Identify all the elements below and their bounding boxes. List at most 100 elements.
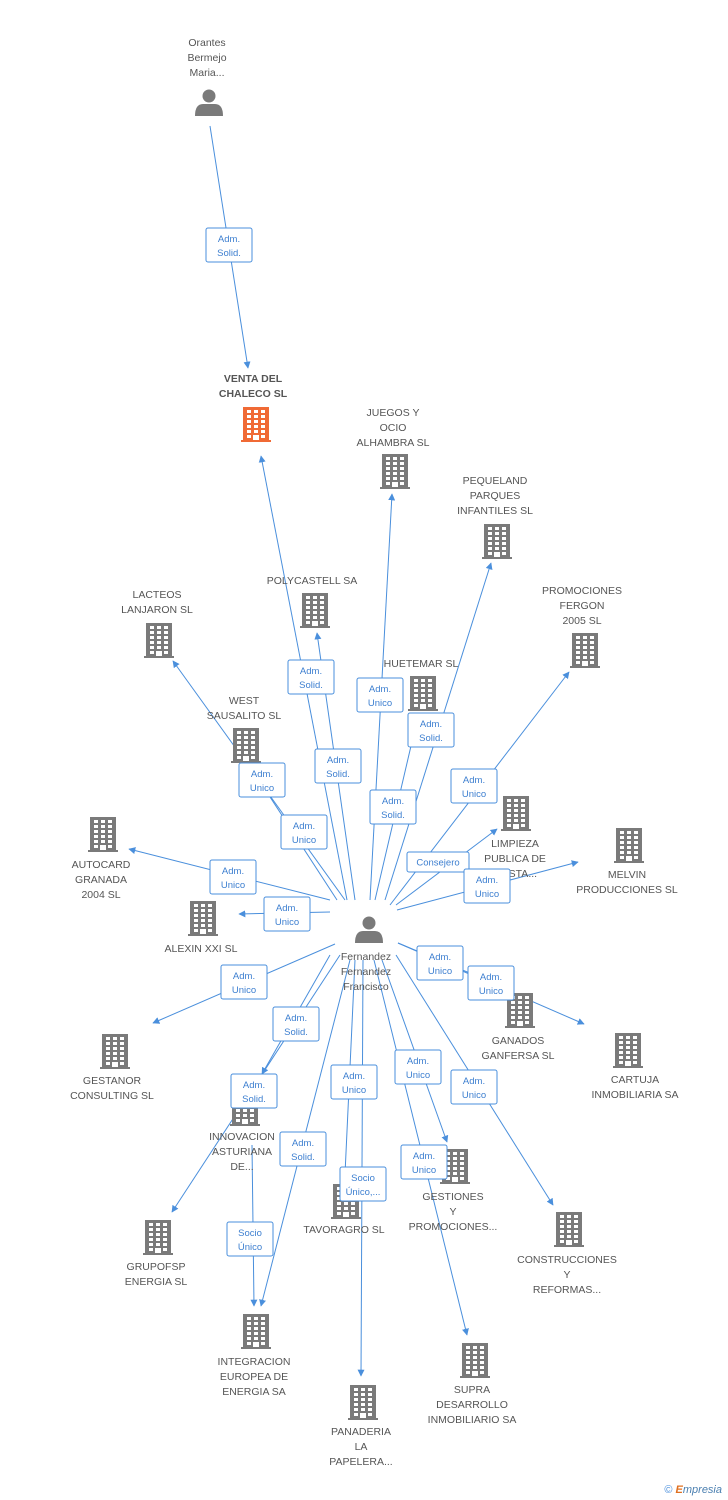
node-label[interactable]: FERGON (560, 600, 605, 612)
node-label[interactable]: INTEGRACION (218, 1356, 291, 1368)
node-label[interactable]: REFORMAS... (533, 1284, 601, 1296)
edge-label-box[interactable] (230, 1073, 278, 1109)
edge-label-construcciones[interactable]: Adm.Unico (450, 1069, 498, 1105)
node-label[interactable]: AUTOCARD (72, 859, 131, 871)
edge-label-box[interactable] (280, 814, 328, 850)
building-icon[interactable] (88, 817, 118, 852)
edge-label-limpieza[interactable]: Consejero (406, 851, 470, 873)
edge-label-autocard[interactable]: Adm.Unico (209, 859, 257, 895)
edge-label-cartuja[interactable]: Adm.Unico (467, 965, 515, 1001)
node-melvin[interactable]: MELVIN PRODUCCIONES SL (576, 828, 678, 896)
person-icon[interactable] (195, 89, 223, 117)
node-label[interactable]: PRODUCCIONES SL (576, 884, 678, 896)
node-label[interactable]: LA (355, 1441, 368, 1453)
building-icon[interactable] (613, 1033, 643, 1068)
node-alexin[interactable]: ALEXIN XXI SL (165, 901, 238, 955)
edge-label-ganados[interactable]: Adm.Unico (416, 945, 464, 981)
edge-label-box[interactable] (238, 762, 286, 798)
edge-label-alexin[interactable]: Adm.Unico (263, 896, 311, 932)
building-icon[interactable] (380, 454, 410, 489)
node-orantes[interactable]: OrantesBermejoMaria... (187, 37, 227, 117)
node-label[interactable]: INMOBILIARIO SA (428, 1414, 517, 1426)
node-label[interactable]: GRANADA (75, 874, 127, 886)
node-label[interactable]: HUETEMAR SL (384, 658, 459, 670)
edge-label-box[interactable] (406, 851, 470, 873)
edge-label-box[interactable] (463, 868, 511, 904)
edge-label-box[interactable] (416, 945, 464, 981)
building-icon[interactable] (100, 1034, 130, 1069)
edge-label-box[interactable] (339, 1166, 387, 1202)
building-icon[interactable] (460, 1343, 490, 1378)
node-label[interactable]: TAVORAGRO SL (303, 1224, 384, 1236)
edge-label-venta[interactable]: Adm.Solid. (287, 659, 335, 695)
node-label[interactable]: MELVIN (608, 869, 646, 881)
building-icon[interactable] (241, 407, 271, 442)
node-label[interactable]: CONSTRUCCIONES (517, 1254, 617, 1266)
node-label[interactable]: Orantes (188, 37, 225, 49)
building-icon[interactable] (231, 728, 261, 763)
edge-label-venta[interactable]: Adm.Solid. (205, 227, 253, 263)
edge-label-panaderia[interactable]: SocioÚnico,... (339, 1166, 387, 1202)
node-venta[interactable]: VENTA DEL CHALECO SL (219, 373, 288, 442)
building-icon[interactable] (570, 633, 600, 668)
edge-label-pequeland[interactable]: Adm.Solid. (407, 712, 455, 748)
edge-label-box[interactable] (220, 964, 268, 1000)
edge-label-box[interactable] (226, 1221, 274, 1257)
node-label[interactable]: ALHAMBRA SL (357, 437, 430, 449)
node-label[interactable]: WEST (229, 695, 260, 707)
node-label[interactable]: Y (563, 1269, 570, 1281)
building-icon[interactable] (300, 593, 330, 628)
node-label[interactable]: 2005 SL (562, 615, 601, 627)
node-grupofsp[interactable]: GRUPOFSP ENERGIA SL (125, 1220, 188, 1288)
building-icon[interactable] (348, 1385, 378, 1420)
node-label[interactable]: PUBLICA DE (484, 853, 546, 865)
edge-label-supra[interactable]: Adm.Unico (400, 1144, 448, 1180)
node-label[interactable]: JUEGOS Y (367, 407, 420, 419)
edge-label-integracion[interactable]: Adm.Solid. (279, 1131, 327, 1167)
edge-label-promociones_fergon[interactable]: Adm.Unico (450, 768, 498, 804)
node-label[interactable]: GRUPOFSP (127, 1261, 186, 1273)
edge-label-melvin[interactable]: Adm.Unico (463, 868, 511, 904)
node-label[interactable]: Fernandez (341, 966, 391, 978)
node-label[interactable]: CHALECO SL (219, 388, 288, 400)
edge-label-box[interactable] (369, 789, 417, 825)
node-label[interactable]: PROMOCIONES (542, 585, 622, 597)
node-label[interactable]: Bermejo (187, 52, 226, 64)
edge-label-grupofsp[interactable]: Adm.Solid. (230, 1073, 278, 1109)
node-label[interactable]: PARQUES (470, 490, 521, 502)
building-icon[interactable] (505, 993, 535, 1028)
node-label[interactable]: LIMPIEZA (491, 838, 539, 850)
node-label[interactable]: OCIO (380, 422, 407, 434)
node-promociones_fergon[interactable]: PROMOCIONES FERGON 2005 SL (542, 585, 622, 668)
node-polycastell[interactable]: POLYCASTELL SA (267, 575, 357, 628)
edge-label-gestiones[interactable]: Adm.Unico (394, 1049, 442, 1085)
edge-label-polycastell[interactable]: Adm.Solid. (314, 748, 362, 784)
building-icon[interactable] (408, 676, 438, 711)
node-label[interactable]: GANADOS (492, 1035, 545, 1047)
edge-label-box[interactable] (356, 677, 404, 713)
edge-label-gestanor[interactable]: Adm.Unico (220, 964, 268, 1000)
edge-label-box[interactable] (287, 659, 335, 695)
node-label[interactable]: Francisco (343, 981, 389, 993)
node-label[interactable]: INFANTILES SL (457, 505, 533, 517)
node-label[interactable]: VENTA DEL (224, 373, 283, 385)
node-label[interactable]: LANJARON SL (121, 604, 193, 616)
node-label[interactable]: ASTURIANA (212, 1146, 272, 1158)
edge-label-juegos[interactable]: Adm.Unico (356, 677, 404, 713)
node-label[interactable]: ALEXIN XXI SL (165, 943, 238, 955)
edge-label-box[interactable] (279, 1131, 327, 1167)
node-label[interactable]: INMOBILIARIA SA (592, 1089, 679, 1101)
node-label[interactable]: GESTIONES (422, 1191, 483, 1203)
node-label[interactable]: LACTEOS (132, 589, 181, 601)
node-label[interactable]: ENERGIA SL (125, 1276, 188, 1288)
node-label[interactable]: PROMOCIONES... (409, 1221, 498, 1233)
edge-label-box[interactable] (450, 768, 498, 804)
edge-label-box[interactable] (394, 1049, 442, 1085)
building-icon[interactable] (482, 524, 512, 559)
edge-label-box[interactable] (407, 712, 455, 748)
